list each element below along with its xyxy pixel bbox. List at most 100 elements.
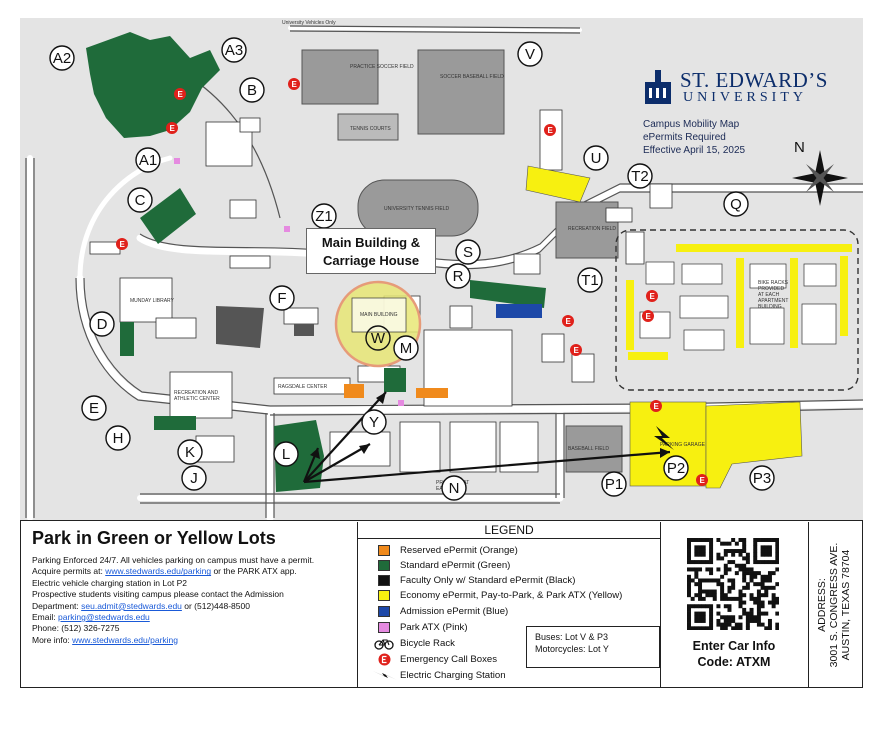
legend-label: Park ATX (Pink) bbox=[400, 622, 468, 633]
lot-marker-j[interactable]: J bbox=[181, 465, 207, 491]
svg-text:UNIVERSITY TENNIS FIELD: UNIVERSITY TENNIS FIELD bbox=[384, 206, 449, 212]
park-heading: Park in Green or Yellow Lots bbox=[32, 528, 276, 548]
lot-letter: T1 bbox=[581, 272, 599, 289]
map-notes: Campus Mobility Map ePermits Required Ef… bbox=[643, 118, 745, 157]
svg-text:PRACTICE SOCCER FIELD: PRACTICE SOCCER FIELD bbox=[350, 64, 414, 70]
svg-text:E: E bbox=[178, 90, 184, 99]
legend-title: LEGEND bbox=[358, 522, 660, 539]
svg-text:E: E bbox=[700, 476, 706, 485]
bus-motorcycle-info: Buses: Lot V & P3 Motorcycles: Lot Y bbox=[526, 626, 660, 668]
emergency-call-box-icon bbox=[378, 653, 391, 666]
lot-marker-k[interactable]: K bbox=[177, 439, 203, 465]
bicycle-icon bbox=[374, 639, 394, 650]
legend-label: Economy ePermit, Pay-to-Park, & Park ATX… bbox=[400, 590, 623, 601]
svg-text:E: E bbox=[548, 126, 554, 135]
motorcycle-info: Motorcycles: Lot Y bbox=[535, 644, 609, 654]
legend-label: Standard ePermit (Green) bbox=[400, 560, 511, 571]
car-info: Enter Car Info Code: ATXM bbox=[660, 638, 808, 670]
address-street: 3001 S. CONGRESS AVE. bbox=[828, 542, 840, 668]
permits-link[interactable]: www.stedwards.edu/parking bbox=[105, 566, 212, 577]
car-info-line-1: Enter Car Info bbox=[692, 639, 776, 653]
lot-letter: P2 bbox=[667, 460, 685, 477]
lot-letter: P3 bbox=[753, 470, 771, 487]
legend-label: Faculty Only w/ Standard ePermit (Black) bbox=[400, 575, 576, 586]
svg-text:ATHLETIC CENTER: ATHLETIC CENTER bbox=[174, 396, 220, 402]
lot-letter: Q bbox=[730, 196, 742, 213]
green-swatch bbox=[378, 560, 390, 571]
lot-letter: J bbox=[190, 470, 198, 487]
parking-email-link[interactable]: parking@stedwards.edu bbox=[57, 612, 150, 623]
svg-text:E: E bbox=[574, 346, 580, 355]
lot-marker-e[interactable]: E bbox=[81, 395, 107, 421]
info-line: Electric vehicle charging station in Lot… bbox=[32, 577, 187, 588]
info-text: Email: bbox=[32, 612, 58, 623]
svg-text:SOCCER BASEBALL FIELD: SOCCER BASEBALL FIELD bbox=[440, 74, 504, 80]
campus-map[interactable]: PRACTICE SOCCER FIELD SOCCER BASEBALL FI… bbox=[20, 18, 863, 520]
info-text: More info: bbox=[32, 634, 73, 645]
lot-marker-z1[interactable]: Z1 bbox=[311, 203, 337, 229]
lot-marker-b[interactable]: B bbox=[239, 77, 265, 103]
svg-text:MAIN BUILDING: MAIN BUILDING bbox=[360, 312, 398, 318]
svg-text:BASEBALL FIELD: BASEBALL FIELD bbox=[568, 446, 609, 452]
lot-marker-s[interactable]: S bbox=[455, 239, 481, 265]
lot-marker-y[interactable]: Y bbox=[361, 409, 387, 435]
info-line: Email: parking@stedwards.edu bbox=[32, 612, 362, 623]
legend-label: Emergency Call Boxes bbox=[400, 654, 498, 665]
lot-letter: U bbox=[591, 150, 602, 167]
info-line: Acquire permits at: www.stedwards.edu/pa… bbox=[32, 566, 362, 577]
svg-text:AT EACH: AT EACH bbox=[758, 292, 780, 298]
lot-letter: F bbox=[277, 290, 286, 307]
lot-marker-c[interactable]: C bbox=[127, 187, 153, 213]
lot-letter: A1 bbox=[139, 152, 157, 169]
lot-marker-t2[interactable]: T2 bbox=[627, 163, 653, 189]
lot-marker-p1[interactable]: P1 bbox=[601, 471, 627, 497]
lot-marker-q[interactable]: Q bbox=[723, 191, 749, 217]
lot-marker-t1[interactable]: T1 bbox=[577, 267, 603, 293]
bus-info: Buses: Lot V & P3 bbox=[535, 632, 609, 642]
lot-marker-p2[interactable]: P2 bbox=[663, 455, 689, 481]
lot-letter: S bbox=[463, 244, 473, 261]
main-building-callout: Main Building & Carriage House bbox=[306, 228, 436, 274]
lot-marker-a3[interactable]: A3 bbox=[221, 37, 247, 63]
qr-code-icon[interactable] bbox=[687, 538, 779, 630]
lot-marker-n[interactable]: N bbox=[441, 475, 467, 501]
car-info-code: Code: ATXM bbox=[697, 655, 771, 669]
svg-text:E: E bbox=[566, 317, 572, 326]
svg-text:E: E bbox=[654, 402, 660, 411]
university-logo[interactable]: ST. EDWARD’S UNIVERSITY bbox=[643, 68, 853, 108]
admission-email-link[interactable]: seu.admit@stedwards.edu bbox=[81, 600, 182, 611]
lot-marker-m[interactable]: M bbox=[393, 335, 419, 361]
svg-text:E: E bbox=[170, 124, 176, 133]
lot-marker-a2[interactable]: A2 bbox=[49, 45, 75, 71]
lot-marker-l[interactable]: L bbox=[273, 441, 299, 467]
info-line: Prospective students visiting campus ple… bbox=[32, 589, 284, 600]
lot-marker-f[interactable]: F bbox=[269, 285, 295, 311]
blue-swatch bbox=[378, 606, 390, 617]
effective-date: Effective April 15, 2025 bbox=[643, 145, 746, 156]
north-arrow-icon: N bbox=[792, 139, 848, 206]
lot-marker-w[interactable]: W bbox=[365, 325, 391, 351]
lot-marker-d[interactable]: D bbox=[89, 311, 115, 337]
info-line: Parking Enforced 24/7. All vehicles park… bbox=[32, 555, 315, 565]
more-info-link[interactable]: www.stedwards.edu/parking bbox=[72, 634, 178, 645]
qr-section: Enter Car Info Code: ATXM bbox=[660, 522, 809, 688]
lightning-icon bbox=[373, 671, 397, 680]
lot-letter: V bbox=[525, 46, 535, 63]
lot-marker-h[interactable]: H bbox=[105, 425, 131, 451]
lot-marker-u[interactable]: U bbox=[583, 145, 609, 171]
callout-line-1: Main Building & bbox=[321, 235, 421, 250]
lot-marker-v[interactable]: V bbox=[517, 41, 543, 67]
lot-letter: M bbox=[400, 340, 413, 357]
svg-text:E: E bbox=[292, 80, 298, 89]
info-text: or the PARK ATX app. bbox=[211, 566, 297, 577]
lot-marker-r[interactable]: R bbox=[445, 263, 471, 289]
address-city: AUSTIN, TEXAS 78704 bbox=[840, 549, 852, 661]
parking-info: Park in Green or Yellow Lots Parking Enf… bbox=[32, 528, 362, 646]
pink-swatch bbox=[378, 622, 390, 633]
lot-marker-a1[interactable]: A1 bbox=[135, 147, 161, 173]
info-line: Phone: (512) 326-7275 bbox=[32, 623, 120, 634]
lot-letter: E bbox=[89, 400, 99, 417]
info-panel bbox=[20, 520, 863, 688]
svg-text:BIKE RACKS: BIKE RACKS bbox=[758, 280, 789, 286]
lot-marker-p3[interactable]: P3 bbox=[749, 465, 775, 491]
